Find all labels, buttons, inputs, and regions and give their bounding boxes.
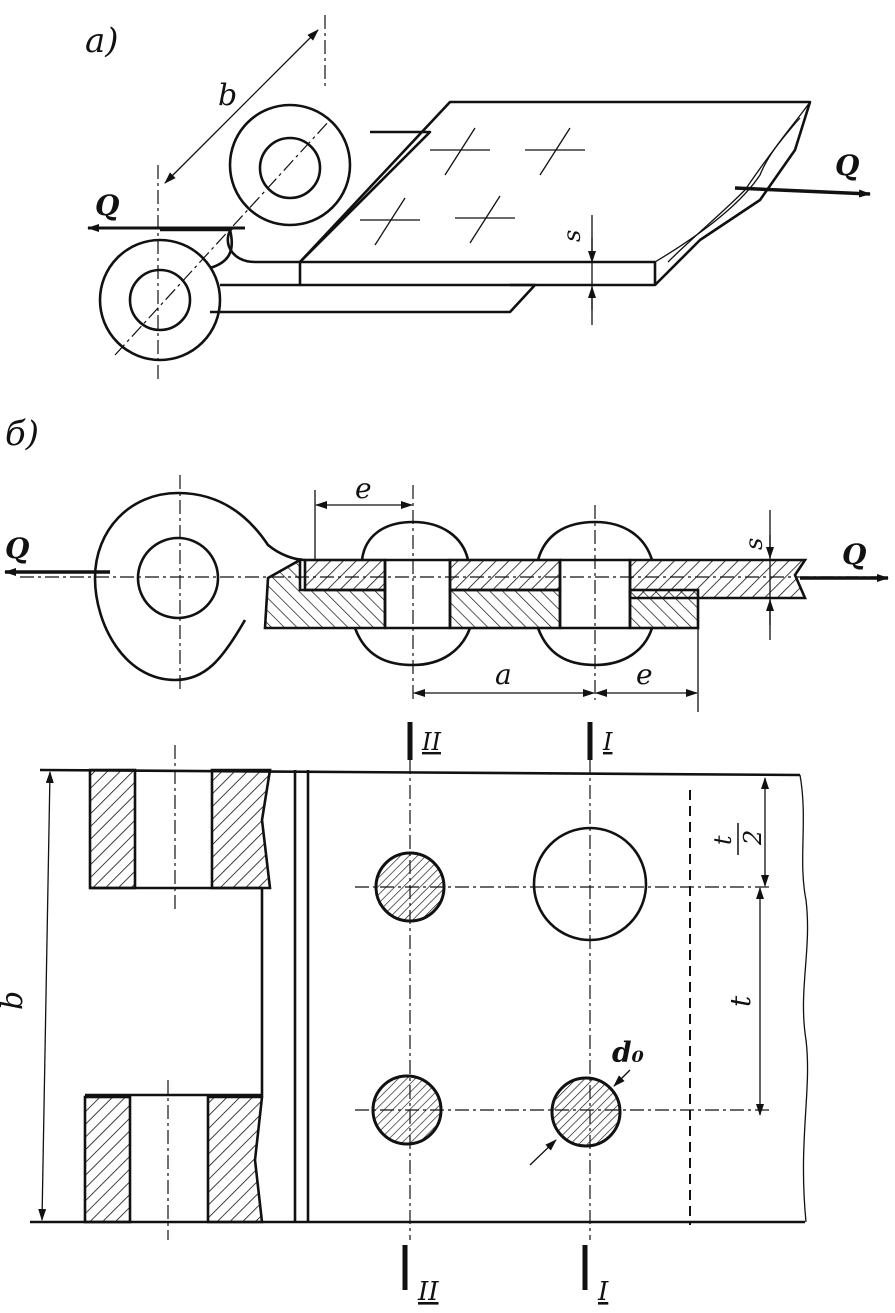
- back-lug-strap: [226, 130, 432, 264]
- dim-half-t-fraction: t 2: [709, 823, 767, 855]
- dim-e-top-label: e: [355, 472, 372, 505]
- section-lug-eye: [93, 491, 306, 682]
- section-label-I-top: I: [602, 728, 613, 756]
- back-lug-hole: [258, 136, 322, 200]
- lug-tongue-outline: [85, 886, 264, 1097]
- lug-diagonal-axis: [114, 119, 331, 356]
- view-b-plan: II I b t: [0, 722, 809, 1307]
- figure-label-a: а): [85, 21, 119, 61]
- plan-top-edge: [39, 768, 801, 777]
- back-lug-eye: [228, 103, 352, 227]
- rivet-I-2: [550, 1076, 622, 1148]
- rivet-1-shank: [383, 558, 452, 630]
- rivet-1-head-top: [360, 520, 470, 561]
- rivet-marks: [360, 127, 585, 246]
- view-a-isometric: а) b Q Q: [85, 15, 871, 380]
- section-label-I-bottom: I: [597, 1277, 609, 1307]
- upper-plate-right: [628, 558, 808, 600]
- force-left-label: Q: [95, 189, 119, 222]
- section-thickness-label: s: [740, 538, 768, 550]
- thickness-label: s: [558, 230, 586, 242]
- section-label-II-top: II: [421, 728, 441, 756]
- dim-a-label: a: [495, 658, 512, 691]
- lug-fork-top-right: [210, 768, 272, 890]
- front-lug-eye: [98, 238, 222, 362]
- break-line: [654, 101, 811, 263]
- dim-d0-label: d₀: [612, 1036, 644, 1069]
- force-right-arrow: [734, 186, 871, 198]
- section-force-right-label: Q: [842, 538, 866, 571]
- dim-e-bottom-label: e: [636, 658, 653, 691]
- plan-break-edge: [799, 774, 809, 1223]
- lug-fork-top-left: [88, 768, 137, 890]
- rivet-II-2: [371, 1074, 443, 1146]
- dim-t-label: t: [724, 995, 757, 1007]
- upper-plate-left: [303, 558, 387, 592]
- lug-fork-bottom-left: [83, 1095, 132, 1224]
- upper-plate-mid: [448, 558, 562, 592]
- rivet-2-head-top: [536, 520, 654, 561]
- lower-plate-mid: [448, 588, 562, 630]
- view-b-section: б) Q Q e a: [4, 414, 889, 712]
- figure-label-b: б): [5, 414, 39, 454]
- dim-half-t-den: 2: [739, 830, 767, 846]
- front-lug-strap: [160, 228, 234, 270]
- dim-half-t-num: t: [709, 835, 737, 845]
- upper-plate: [298, 100, 812, 287]
- plan-dim-b-line: [38, 771, 54, 1221]
- dimension-b-label: b: [218, 78, 237, 113]
- section-lug-hole: [136, 536, 220, 620]
- section-force-left-label: Q: [5, 532, 29, 565]
- section-label-II-bottom: II: [417, 1277, 439, 1307]
- dim-d0-arrow-top: [613, 1069, 631, 1087]
- force-right-label: Q: [835, 149, 859, 182]
- rivet-II-1: [374, 851, 446, 923]
- dim-d0-arrow-bottom: [529, 1139, 557, 1166]
- lug-fork-bottom-right: [206, 1095, 264, 1224]
- dimension-b-line: [164, 29, 319, 184]
- lower-lug-strap: [210, 283, 537, 314]
- front-lug-hole: [128, 268, 192, 332]
- upper-plate-edge: [300, 260, 657, 285]
- plan-dim-b-label: b: [0, 991, 30, 1010]
- rivet-hole-I-1: [532, 826, 648, 942]
